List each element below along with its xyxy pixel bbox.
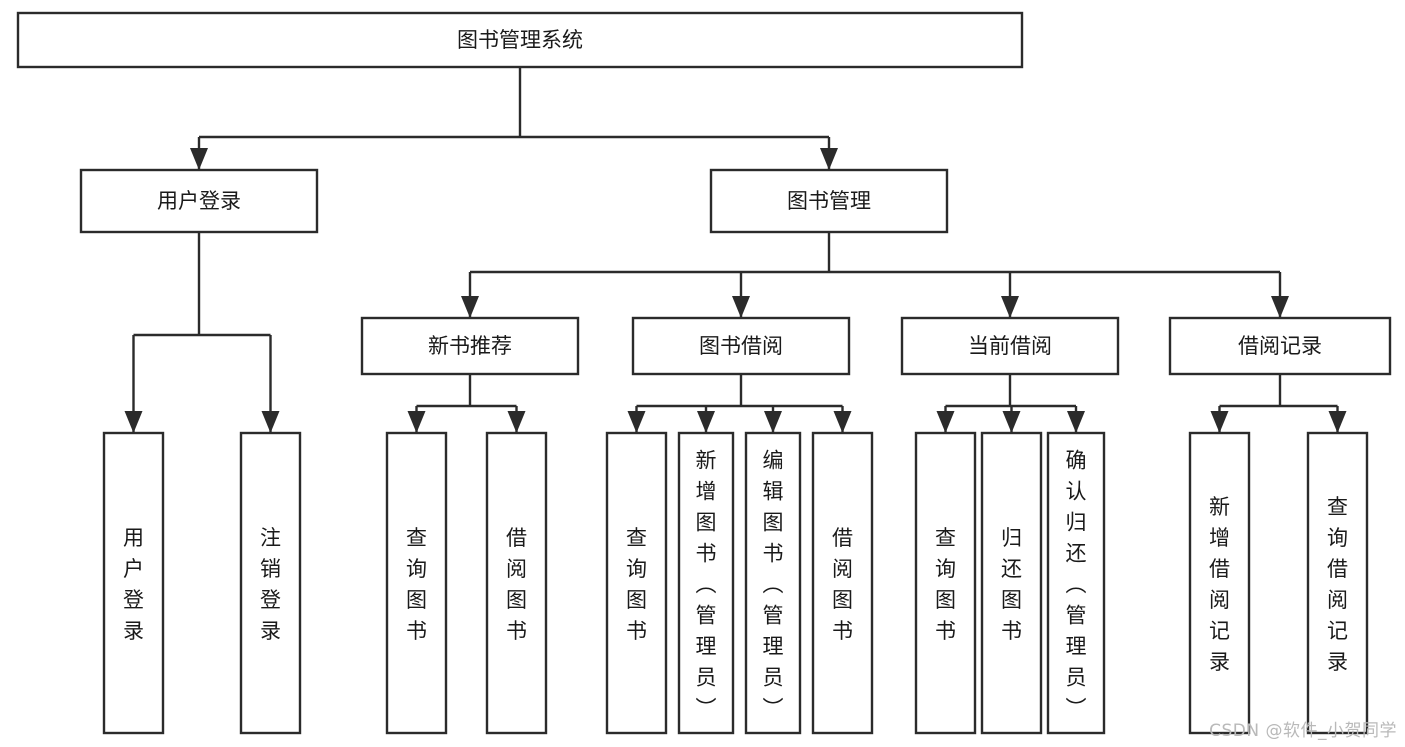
node-leaf-recommend-query-book[interactable]: 查询图书 [385,431,448,735]
node-label-leaf-user-logout: 注销登录 [260,526,281,643]
node-current-borrow[interactable]: 当前借阅 [900,316,1120,376]
node-borrow-record[interactable]: 借阅记录 [1168,316,1392,376]
arrow-head-leaf-borrow-add-book [697,411,715,433]
node-book-borrow[interactable]: 图书借阅 [631,316,851,376]
node-leaf-current-confirm-return[interactable]: 确认归还︵管理员︶ [1046,431,1106,735]
node-book-management[interactable]: 图书管理 [709,168,949,234]
arrow-head-new-book-recommend [461,296,479,318]
node-leaf-borrow-add-book[interactable]: 新增图书︵管理员︶ [677,431,735,735]
node-leaf-borrow-borrow-book[interactable]: 借阅图书 [811,431,874,735]
node-label-current-borrow: 当前借阅 [968,334,1052,358]
node-box-book-management [709,168,949,234]
node-box-leaf-current-return-book [980,431,1043,735]
node-box-leaf-borrow-edit-book [744,431,802,735]
node-label-leaf-record-add-record: 新增借阅记录 [1209,495,1230,674]
node-label-leaf-recommend-borrow-book: 借阅图书 [506,526,527,643]
node-box-current-borrow [900,316,1120,376]
node-box-book-borrow [631,316,851,376]
node-leaf-record-add-record[interactable]: 新增借阅记录 [1188,431,1251,735]
arrow-head-book-management [820,148,838,170]
node-leaf-borrow-edit-book[interactable]: 编辑图书︵管理员︶ [744,431,802,735]
node-label-leaf-borrow-add-book: 新增图书︵管理员︶ [696,449,717,721]
node-box-borrow-record [1168,316,1392,376]
arrow-head-leaf-record-query-record [1328,411,1347,433]
node-box-leaf-recommend-borrow-book [485,431,548,735]
node-leaf-user-login[interactable]: 用户登录 [102,431,165,735]
node-root[interactable]: 图书管理系统 [16,11,1024,69]
node-label-borrow-record: 借阅记录 [1238,334,1322,358]
arrow-head-leaf-borrow-query-book [627,411,646,433]
node-label-book-management: 图书管理 [787,189,871,213]
node-box-leaf-current-confirm-return [1046,431,1106,735]
node-box-leaf-borrow-borrow-book [811,431,874,735]
node-label-leaf-current-confirm-return: 确认归还︵管理员︶ [1066,449,1087,721]
node-label-leaf-recommend-query-book: 查询图书 [406,526,427,643]
arrow-head-leaf-borrow-edit-book [764,411,782,433]
connector-layer [124,67,1347,433]
node-label-user-login: 用户登录 [157,189,241,213]
arrow-head-leaf-current-confirm-return [1067,411,1085,433]
node-box-leaf-user-login [102,431,165,735]
node-leaf-current-query-book[interactable]: 查询图书 [914,431,977,735]
node-label-leaf-borrow-borrow-book: 借阅图书 [832,526,853,643]
csdn-watermark: CSDN @软件_小贺同学 [1209,721,1397,741]
node-label-root: 图书管理系统 [457,28,583,52]
arrow-head-borrow-record [1271,296,1289,318]
node-box-leaf-recommend-query-book [385,431,448,735]
node-box-user-login [79,168,319,234]
node-box-leaf-current-query-book [914,431,977,735]
node-layer: 图书管理系统用户登录图书管理新书推荐图书借阅当前借阅借阅记录用户登录注销登录查询… [16,11,1392,735]
node-box-leaf-record-add-record [1188,431,1251,735]
node-box-leaf-borrow-query-book [605,431,668,735]
node-new-book-recommend[interactable]: 新书推荐 [360,316,580,376]
arrow-head-leaf-current-query-book [936,411,955,433]
node-box-leaf-record-query-record [1306,431,1369,735]
node-label-new-book-recommend: 新书推荐 [428,334,512,358]
arrow-head-current-borrow [1001,296,1019,318]
node-leaf-user-logout[interactable]: 注销登录 [239,431,302,735]
node-leaf-record-query-record[interactable]: 查询借阅记录 [1306,431,1369,735]
arrow-head-leaf-record-add-record [1210,411,1229,433]
node-leaf-borrow-query-book[interactable]: 查询图书 [605,431,668,735]
node-label-book-borrow: 图书借阅 [699,334,783,358]
node-label-leaf-user-login: 用户登录 [123,526,144,643]
arrow-head-leaf-user-login [124,411,143,433]
node-label-leaf-record-query-record: 查询借阅记录 [1327,495,1348,674]
arrow-head-leaf-current-return-book [1002,411,1021,433]
arrow-head-leaf-borrow-borrow-book [833,411,852,433]
node-label-leaf-current-query-book: 查询图书 [935,526,956,643]
node-box-root [16,11,1024,69]
node-box-new-book-recommend [360,316,580,376]
node-user-login[interactable]: 用户登录 [79,168,319,234]
node-leaf-recommend-borrow-book[interactable]: 借阅图书 [485,431,548,735]
arrow-head-leaf-user-logout [261,411,280,433]
node-leaf-current-return-book[interactable]: 归还图书 [980,431,1043,735]
arrow-head-leaf-recommend-borrow-book [507,411,526,433]
node-label-leaf-borrow-query-book: 查询图书 [626,526,647,643]
node-box-leaf-borrow-add-book [677,431,735,735]
node-label-leaf-current-return-book: 归还图书 [1001,526,1022,643]
node-label-leaf-borrow-edit-book: 编辑图书︵管理员︶ [763,449,784,721]
arrow-head-user-login [190,148,208,170]
node-box-leaf-user-logout [239,431,302,735]
arrow-head-leaf-recommend-query-book [407,411,426,433]
arrow-head-book-borrow [732,296,750,318]
